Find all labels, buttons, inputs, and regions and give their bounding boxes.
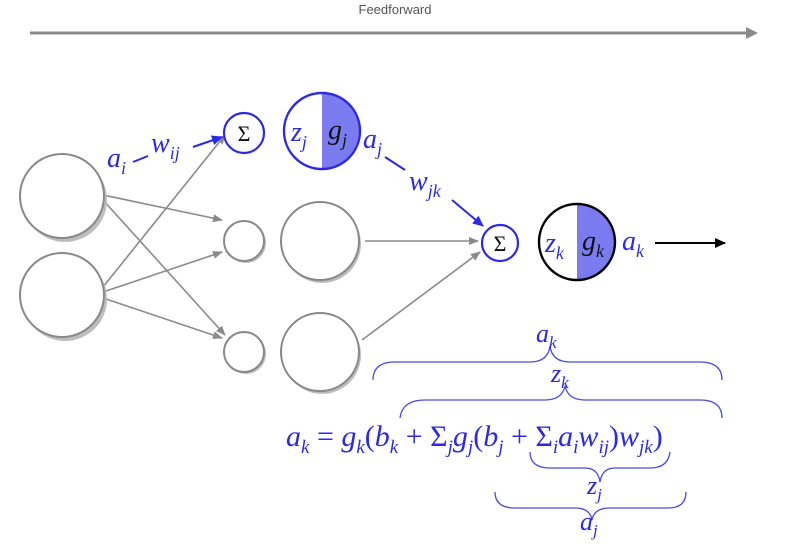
z-j-label: zj [290,117,307,152]
w-jk-label: wjk [409,166,442,201]
connection-line [102,251,223,293]
input-neuron [19,252,107,341]
connection-line [102,199,226,336]
input-neuron [19,153,107,242]
hidden-neuron-j: Σ zj gj [222,91,362,171]
ai-wij-link [132,155,149,163]
output-neuron-k: Σ zk gk [480,202,617,282]
hidden-neuron [223,312,361,394]
sum-node-k [480,223,520,263]
feedforward-caption: Feedforward [359,2,432,17]
input-hidden-connections [102,134,226,339]
connection-line [102,194,223,223]
g-k-label: gk [582,226,605,261]
feedforward-arrow-head [746,27,758,39]
a-k-label: ak [622,226,645,261]
brace-top-outer [372,345,723,381]
aj-wjk-link [384,156,406,171]
brace-top-inner-label: zk [550,359,569,392]
connection-line [102,134,226,288]
w-ij-label: wij [151,128,180,163]
brace-bottom-outer-label: aj [580,507,598,540]
hidden-output-connections [361,237,481,341]
g-j-label: gj [328,115,347,150]
brace-top-outer-label: ak [536,319,557,352]
brace-bottom-inner [529,451,671,483]
hidden-neuron [223,201,361,283]
brace-top-inner [399,385,723,419]
z-k-label: zk [544,228,565,263]
a-j-label: aj [363,124,382,159]
sum-symbol-j: Σ [238,121,251,146]
brace-bottom-outer [494,491,687,521]
wjk-sum-arrow [451,199,484,227]
sum-symbol-k: Σ [494,231,507,256]
activation-node-k [537,202,617,282]
activation-node-j [282,91,362,171]
connection-line [102,297,223,339]
wij-sum-arrow [192,135,223,148]
equation: ak = gk(bk + Σjgj(bj + Σiaiwij)wjk) [286,420,663,458]
a-i-label: ai [107,143,126,178]
brace-bottom-inner-label: zj [586,471,602,504]
sum-node-j [222,111,266,155]
connection-line [361,251,481,341]
